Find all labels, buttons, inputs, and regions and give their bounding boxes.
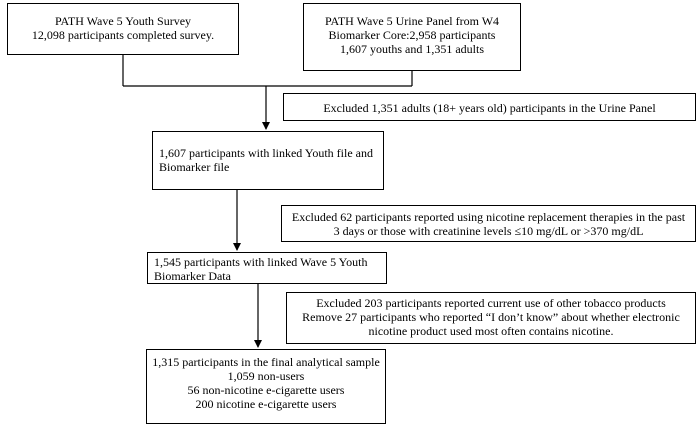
exclude-203-line-2: Remove 27 participants who reported “I d…	[302, 310, 680, 324]
exclude-203-line-1: Excluded 203 participants reported curre…	[316, 296, 666, 310]
exclude-62-box: Excluded 62 participants reported using …	[281, 205, 696, 242]
linked-1545-box: 1,545 participants with linked Wave 5 Yo…	[147, 252, 387, 284]
linked-1607-line-2: Biomarker file	[159, 160, 230, 174]
exclude-62-line-2: 3 days or those with creatinine levels ≤…	[333, 224, 644, 238]
final-sample-box: 1,315 participants in the final analytic…	[146, 349, 386, 424]
exclude-adults-box: Excluded 1,351 adults (18+ years old) pa…	[283, 93, 696, 121]
linked-1545-line-2: Biomarker Data	[154, 269, 231, 283]
urine-panel-box: PATH Wave 5 Urine Panel from W4 Biomarke…	[303, 3, 521, 71]
linked-1607-box: 1,607 participants with linked Youth fil…	[152, 131, 384, 190]
urine-panel-line-2: Biomarker Core:2,958 participants	[328, 28, 496, 42]
urine-panel-line-1: PATH Wave 5 Urine Panel from W4	[324, 14, 500, 28]
final-sample-line-4: 200 nicotine e-cigarette users	[195, 397, 337, 411]
youth-survey-line-2: 12,098 participants completed survey.	[31, 28, 215, 42]
youth-survey-line-1: PATH Wave 5 Youth Survey	[54, 14, 192, 28]
exclude-203-line-3: nicotine product used most often contain…	[368, 324, 614, 338]
exclude-adults-line-1: Excluded 1,351 adults (18+ years old) pa…	[323, 101, 656, 115]
youth-survey-box: PATH Wave 5 Youth Survey 12,098 particip…	[7, 3, 239, 55]
urine-panel-line-3: 1,607 youths and 1,351 adults	[340, 42, 484, 56]
linked-1607-line-1: 1,607 participants with linked Youth fil…	[159, 146, 373, 160]
linked-1545-line-1: 1,545 participants with linked Wave 5 Yo…	[154, 255, 368, 269]
final-sample-line-1: 1,315 participants in the final analytic…	[152, 355, 380, 369]
final-sample-line-3: 56 non-nicotine e-cigarette users	[187, 383, 345, 397]
exclude-203-box: Excluded 203 participants reported curre…	[286, 292, 696, 344]
exclude-62-line-1: Excluded 62 participants reported using …	[291, 210, 686, 224]
final-sample-line-2: 1,059 non-users	[227, 369, 305, 383]
